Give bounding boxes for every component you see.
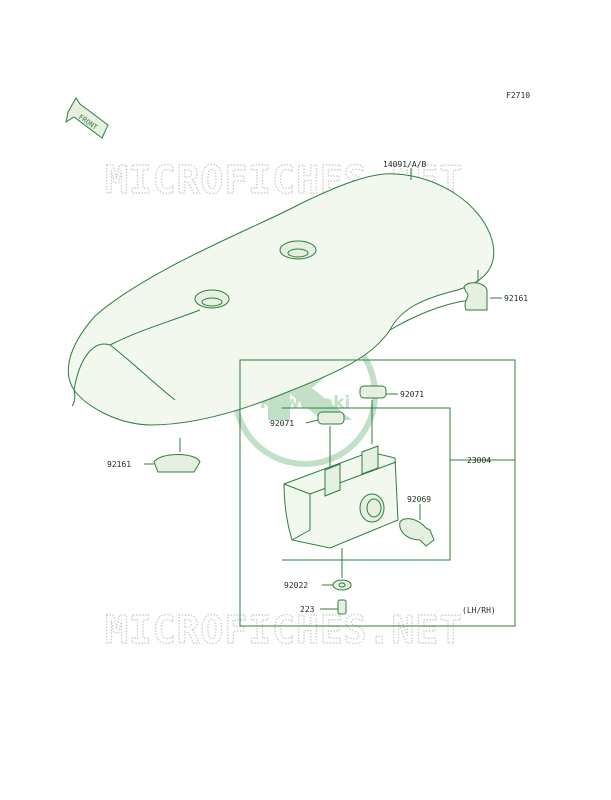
washer [322, 579, 352, 591]
label-stopper-rear: 92161 [504, 294, 528, 303]
screw [320, 599, 347, 615]
lamp-subframe [282, 407, 451, 561]
label-grommet-lower: 92071 [270, 419, 294, 428]
lamp-frame [239, 359, 516, 627]
bulb [399, 504, 435, 547]
label-seat: 14091/A/B [383, 160, 427, 169]
grommet-upper [359, 385, 398, 399]
seat [67, 173, 495, 426]
label-lamp-assy: 23004 [467, 456, 491, 465]
lamp-housing [283, 445, 399, 549]
label-screw: 223 [300, 605, 315, 614]
label-washer: 92022 [284, 581, 308, 590]
label-stopper-front: 92161 [107, 460, 131, 469]
label-grommet-upper: 92071 [400, 390, 424, 399]
variant-note: (LH/RH) [462, 606, 496, 615]
seat-stopper-rear [463, 270, 502, 311]
label-bulb: 92069 [407, 495, 431, 504]
watermark-bottom: MICROFICHES.NET [105, 608, 463, 652]
front-arrow-icon: FRONT [65, 97, 109, 139]
seat-stopper-front [144, 438, 201, 473]
figure-code: F2710 [506, 91, 530, 100]
grommet-lower [305, 411, 345, 425]
